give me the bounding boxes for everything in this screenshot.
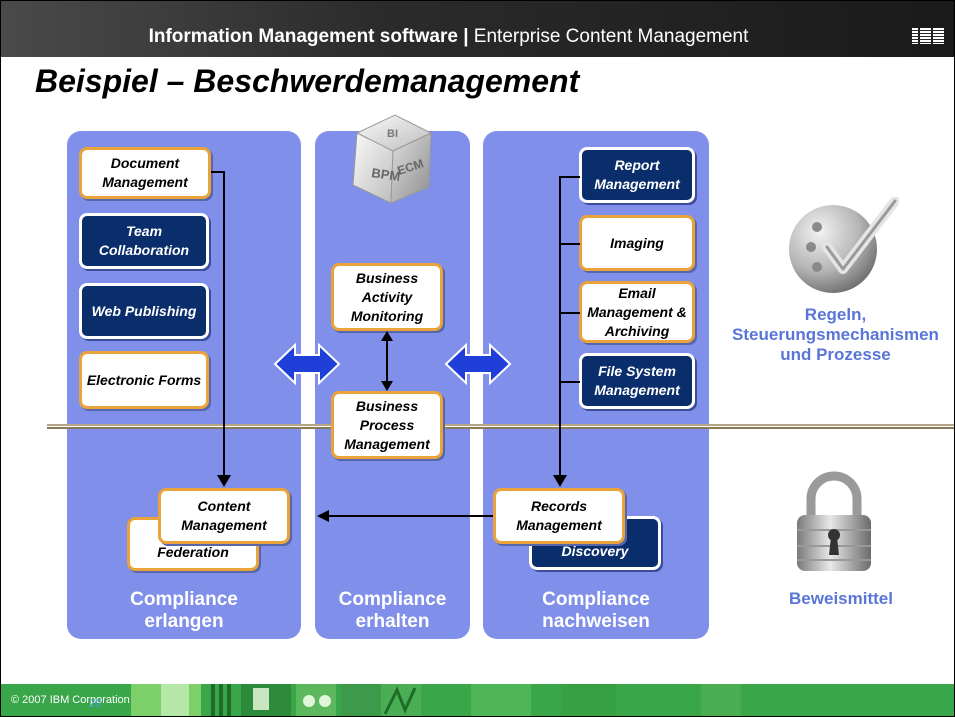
side-rules-text: Regeln, Steuerungsmechanismen und Prozes…	[715, 305, 954, 365]
connector-line	[560, 381, 580, 383]
label-line2: erlangen	[144, 611, 224, 632]
footer-decoration	[131, 684, 741, 716]
connector-line	[223, 171, 225, 479]
page-title: Beispiel – Beschwerdemanagement	[35, 63, 580, 99]
connector-line	[386, 339, 388, 385]
double-arrow-left-icon	[273, 343, 341, 385]
box-imaging: Imaging	[579, 215, 695, 271]
rules-line2: Steuerungsmechanismen	[732, 325, 939, 344]
connector-line	[560, 243, 580, 245]
checkmark-ball-icon	[789, 197, 899, 293]
arrowhead-left-icon	[317, 510, 329, 522]
connector-line	[325, 515, 493, 517]
connector-line	[560, 312, 580, 314]
rules-line3: und Prozesse	[780, 345, 891, 364]
cube-label-bpm: BPM	[371, 165, 402, 184]
side-evidence-text: Beweismittel	[789, 589, 893, 608]
arrowhead-down-icon	[381, 381, 393, 391]
double-arrow-right-icon	[444, 343, 512, 385]
box-records-management: Records Management	[493, 488, 625, 544]
page-number: 20	[89, 698, 102, 710]
box-business-activity-monitoring: Business Activity Monitoring	[331, 263, 443, 331]
connector-line	[211, 171, 225, 173]
box-business-process-management: Business Process Management	[331, 391, 443, 459]
box-team-collaboration: Team Collaboration	[79, 213, 209, 269]
arrowhead-down-icon	[217, 475, 231, 487]
header-product-rest: Enterprise Content Management	[473, 26, 749, 47]
label-line1: Compliance	[338, 589, 447, 610]
box-web-publishing: Web Publishing	[79, 283, 209, 339]
header-title: Information Management software | Enterp…	[1, 26, 896, 48]
cube-label-bi: BI	[387, 128, 398, 140]
ibm-logo-icon	[912, 28, 944, 44]
connector-line	[560, 176, 580, 178]
header-product-bold: Information Management software	[148, 26, 458, 47]
copyright-text: © 2007 IBM Corporation	[11, 694, 130, 706]
label-compliance-erhalten: Compliance erhalten	[315, 589, 470, 633]
arrowhead-up-icon	[381, 331, 393, 341]
box-document-management: Document Management	[79, 147, 211, 199]
label-line2: erhalten	[355, 611, 430, 632]
column-compliance-erhalten	[315, 131, 470, 639]
rules-line1: Regeln,	[804, 305, 867, 324]
padlock-icon	[797, 471, 871, 571]
label-line2: nachweisen	[542, 611, 650, 632]
bpm-ecm-cube-icon: BPM ECM BI	[352, 114, 433, 204]
box-electronic-forms: Electronic Forms	[79, 351, 209, 409]
label-compliance-nachweisen: Compliance nachweisen	[483, 589, 709, 633]
box-file-system-management: File System Management	[579, 353, 695, 409]
box-email-management: Email Management & Archiving	[579, 281, 695, 343]
connector-line	[559, 176, 561, 478]
arrowhead-down-icon	[553, 475, 567, 487]
label-line1: Compliance	[130, 589, 238, 610]
header-bar: Information Management software | Enterp…	[1, 1, 954, 57]
horizontal-divider	[47, 424, 954, 429]
box-report-management: Report Management	[579, 147, 695, 203]
header-separator: |	[457, 26, 474, 47]
label-line1: Compliance	[542, 589, 650, 610]
box-content-management: Content Management	[158, 488, 290, 544]
footer-bar: © 2007 IBM Corporation 20	[1, 684, 954, 716]
label-compliance-erlangen: Compliance erlangen	[67, 589, 301, 633]
